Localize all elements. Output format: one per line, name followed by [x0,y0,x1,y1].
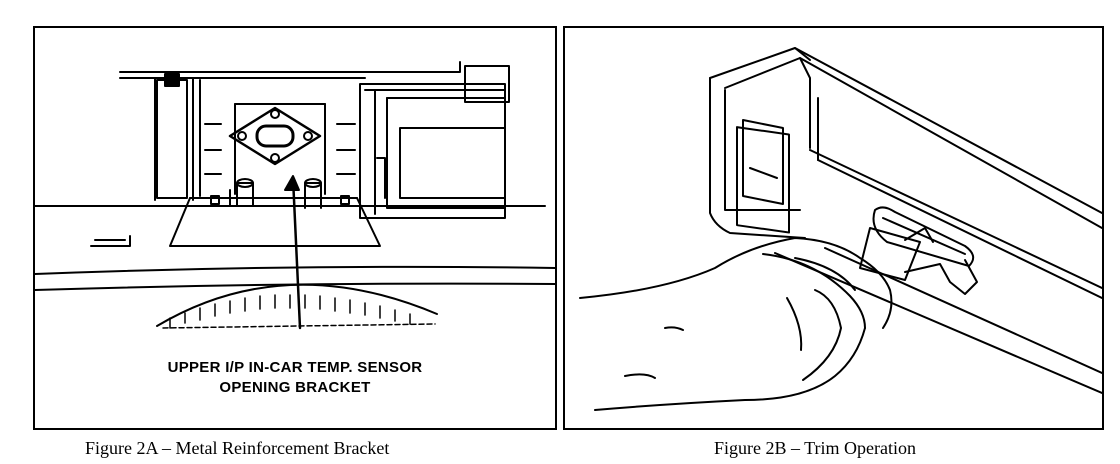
callout-leader [291,176,302,330]
figure-2b-caption: Figure 2B – Trim Operation [714,438,917,458]
figure-2a-panel: UPPER I/P IN-CAR TEMP. SENSOR OPENING BR… [33,26,557,430]
sensor-bracket-plate [228,106,322,166]
figure-2b-panel [563,26,1104,430]
callout-line-1: UPPER I/P IN-CAR TEMP. SENSOR [167,359,423,376]
bracket-illustration [35,61,555,330]
hand-drawing [579,237,893,411]
callout-line-2: OPENING BRACKET [219,379,371,396]
trim-operation-illustration [579,47,1102,411]
sensor-bracket-callout: UPPER I/P IN-CAR TEMP. SENSOR OPENING BR… [95,358,495,398]
figure-2a-caption: Figure 2A – Metal Reinforcement Bracket [85,438,390,458]
